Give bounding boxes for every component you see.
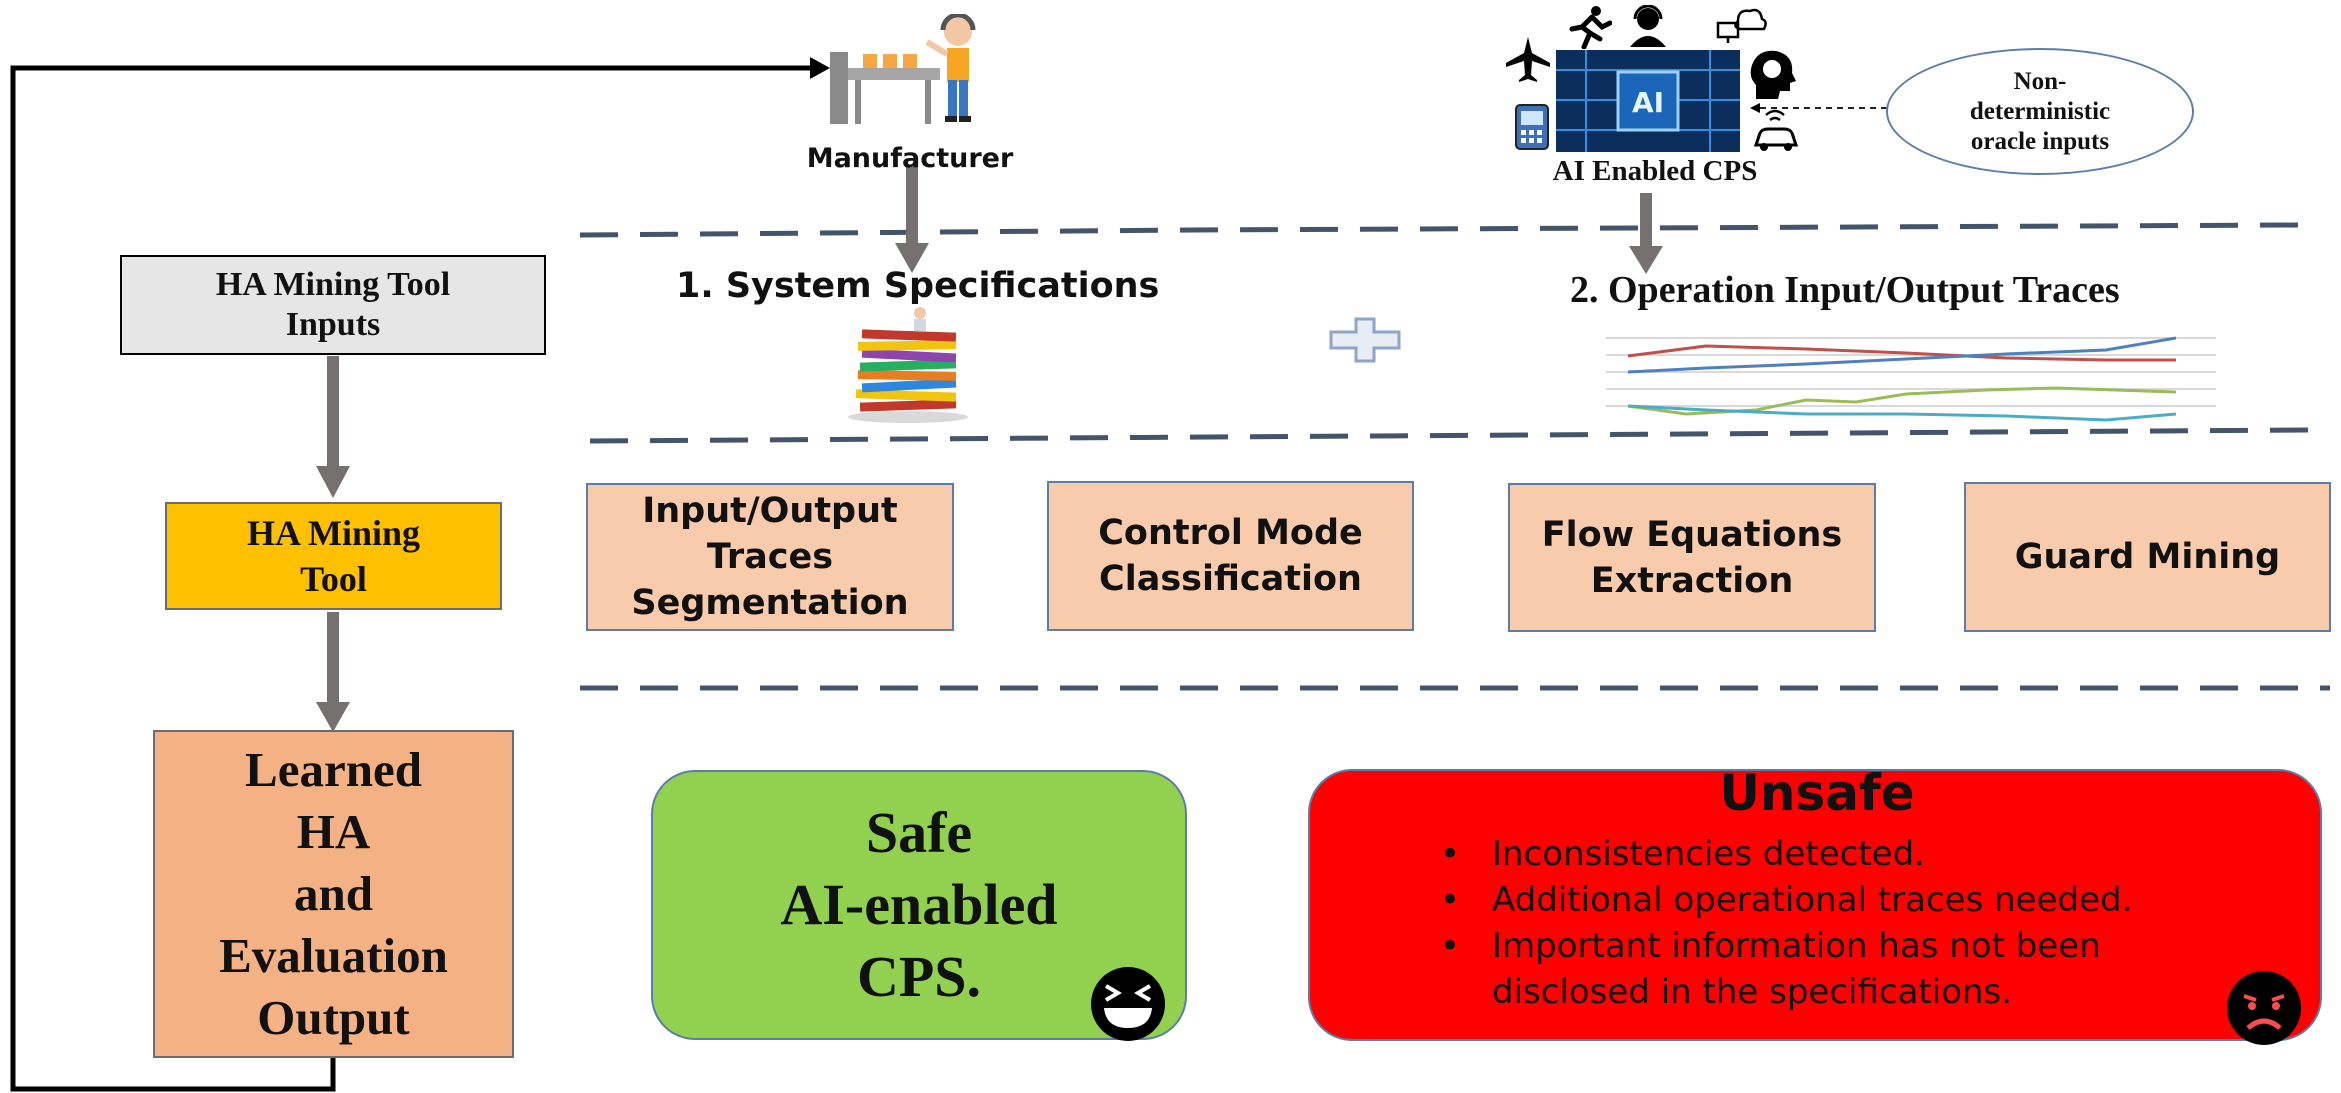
step-control-mode-classification: Control Mode Classification xyxy=(1047,481,1414,631)
unsafe-bullet-text: Additional operational traces needed. xyxy=(1492,880,2133,920)
list-item: • Additional operational traces needed. xyxy=(1440,877,2300,923)
bullet-dot: • xyxy=(1440,834,1461,874)
oracle-inputs-ellipse: Non- deterministic oracle inputs xyxy=(1886,48,2194,175)
ai-chip-icon: AI xyxy=(1556,50,1740,152)
feedback-loop-arrow xyxy=(10,65,820,1092)
runner-icon xyxy=(1569,6,1612,49)
divider-middle xyxy=(589,427,2311,444)
safe-line-2: AI-enabled xyxy=(780,872,1058,937)
unsafe-bullet-list: • Inconsistencies detected. • Additional… xyxy=(1440,831,2300,1015)
ha-mining-tool-inputs-box: HA Mining Tool Inputs xyxy=(120,255,546,355)
step-label: Control Mode xyxy=(1098,513,1363,553)
arrow-tool-to-output xyxy=(316,612,350,732)
plus-icon xyxy=(1329,317,1401,363)
mining-tool-line-2: Tool xyxy=(300,559,367,599)
arrow-manufacturer-to-specs xyxy=(895,165,929,273)
worker-conveyor-icon xyxy=(830,14,976,124)
step-label: Flow Equations xyxy=(1541,514,1843,555)
step-label: Classification xyxy=(1099,559,1362,599)
svg-text:AI: AI xyxy=(1632,86,1664,119)
document-stack-icon xyxy=(848,307,968,423)
divider-top xyxy=(579,222,2301,238)
arrow-cps-to-traces xyxy=(1629,193,1663,274)
line-chart-icon xyxy=(1606,336,2216,422)
operation-traces-title: 2. Operation Input/Output Traces xyxy=(1570,269,2120,311)
unsafe-bullet-text: Inconsistencies detected. xyxy=(1492,834,1925,874)
manufacturer-label: Manufacturer xyxy=(806,143,1014,174)
headset-person-icon xyxy=(1630,5,1666,47)
mining-tool-line-1: HA Mining xyxy=(246,513,421,553)
unsafe-bullet-text: Important information has not been discl… xyxy=(1492,926,2101,1012)
arrow-inputs-to-tool xyxy=(316,356,350,498)
step-label: Extraction xyxy=(1590,560,1794,601)
cps-icon-cluster: AI xyxy=(1500,5,1810,155)
cloud-monitor-icon xyxy=(1716,8,1767,43)
airplane-icon xyxy=(1506,37,1550,82)
unsafe-title: Unsafe xyxy=(1719,764,1915,822)
output-line-2: HA xyxy=(296,804,371,859)
safe-line-1: Safe xyxy=(865,800,973,865)
oracle-line-3: oracle inputs xyxy=(1970,127,2110,155)
safe-result-box: Safe AI-enabled CPS. xyxy=(651,770,1187,1040)
learned-ha-output-box: Learned HA and Evaluation Output xyxy=(153,730,514,1058)
cps-label: AI Enabled CPS xyxy=(1552,155,1758,187)
ha-mining-tool-box: HA Mining Tool xyxy=(165,502,502,610)
step-label: Guard Mining xyxy=(2014,537,2281,577)
oracle-line-2: deterministic xyxy=(1969,97,2111,125)
feedback-arrowhead xyxy=(810,57,830,79)
step-label: Segmentation xyxy=(631,583,909,623)
bullet-dot: • xyxy=(1440,880,1461,920)
list-item: • Important information has not been dis… xyxy=(1440,923,2300,1015)
tool-inputs-line-2: Inputs xyxy=(285,306,381,343)
oracle-line-1: Non- xyxy=(2013,67,2067,95)
wifi-car-icon xyxy=(1753,109,1799,151)
system-specifications-title: 1. System Specifications xyxy=(676,266,1160,306)
output-line-5: Output xyxy=(257,990,410,1045)
unsafe-result-box: Unsafe • Inconsistencies detected. • Add… xyxy=(1308,764,2322,1041)
output-line-4: Evaluation xyxy=(219,928,448,983)
step-label: Input/Output xyxy=(642,491,898,531)
safe-line-3: CPS. xyxy=(856,944,982,1009)
output-line-1: Learned xyxy=(245,742,422,797)
step-guard-mining: Guard Mining xyxy=(1964,482,2331,632)
step-io-traces-segmentation: Input/Output Traces Segmentation xyxy=(586,483,954,631)
medical-device-icon xyxy=(1515,104,1549,150)
brain-head-icon xyxy=(1750,50,1796,99)
step-label: Traces xyxy=(706,537,834,577)
list-item: • Inconsistencies detected. xyxy=(1440,831,2300,877)
sad-face-icon xyxy=(2227,971,2301,1045)
step-flow-equations-extraction: Flow Equations Extraction xyxy=(1508,483,1876,632)
bullet-dot: • xyxy=(1440,926,1461,966)
laughing-face-icon xyxy=(1091,967,1165,1041)
tool-inputs-line-1: HA Mining Tool xyxy=(215,266,451,303)
output-line-3: and xyxy=(293,866,373,921)
